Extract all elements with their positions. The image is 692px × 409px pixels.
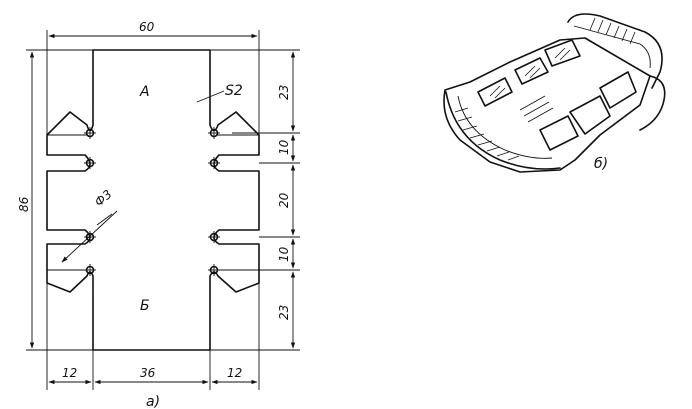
clip-right-curl — [639, 75, 666, 131]
hole-leader — [61, 210, 118, 263]
dim-overall-height: 86 — [17, 196, 31, 212]
clip-back-hatch — [589, 17, 636, 45]
dim-seg-1: 23 — [277, 85, 291, 100]
clip-front-curl — [445, 91, 561, 170]
material-label: S2 — [225, 83, 243, 99]
blank-outline-left — [46, 49, 94, 351]
hole-leader-tick — [96, 213, 113, 226]
clip-body-outline — [443, 37, 651, 173]
hole-diameter-label: Ф3 — [92, 187, 115, 209]
figure-b-clip: б) — [443, 13, 666, 173]
clip-tabs — [477, 39, 637, 151]
region-bottom-label: Б — [140, 298, 150, 314]
dim-overall-width: 60 — [139, 20, 155, 34]
figure-a-caption: а) — [146, 394, 160, 409]
dim-seg-4: 10 — [277, 246, 291, 262]
clip-front-hatch — [454, 107, 520, 161]
clip-front-curl-inner — [457, 95, 553, 159]
region-top-label: А — [139, 84, 150, 100]
material-leader — [196, 90, 225, 103]
dim-right-margin: 12 — [227, 366, 242, 380]
dim-left-margin: 12 — [62, 366, 77, 380]
clip-inner-hatch — [489, 47, 571, 123]
dim-seg-2: 10 — [277, 139, 291, 155]
hole-center-marks — [84, 127, 220, 276]
figure-a-blank: А Б S2 Ф3 60 86 12 36 12 а) — [17, 20, 300, 409]
clip-back-curl — [567, 13, 663, 89]
figure-b-caption: б) — [594, 156, 608, 172]
dim-seg-3: 20 — [277, 192, 291, 208]
dim-seg-5: 23 — [277, 305, 291, 320]
dim-center-width: 36 — [140, 366, 156, 380]
clip-back-curl-inner — [573, 25, 651, 69]
